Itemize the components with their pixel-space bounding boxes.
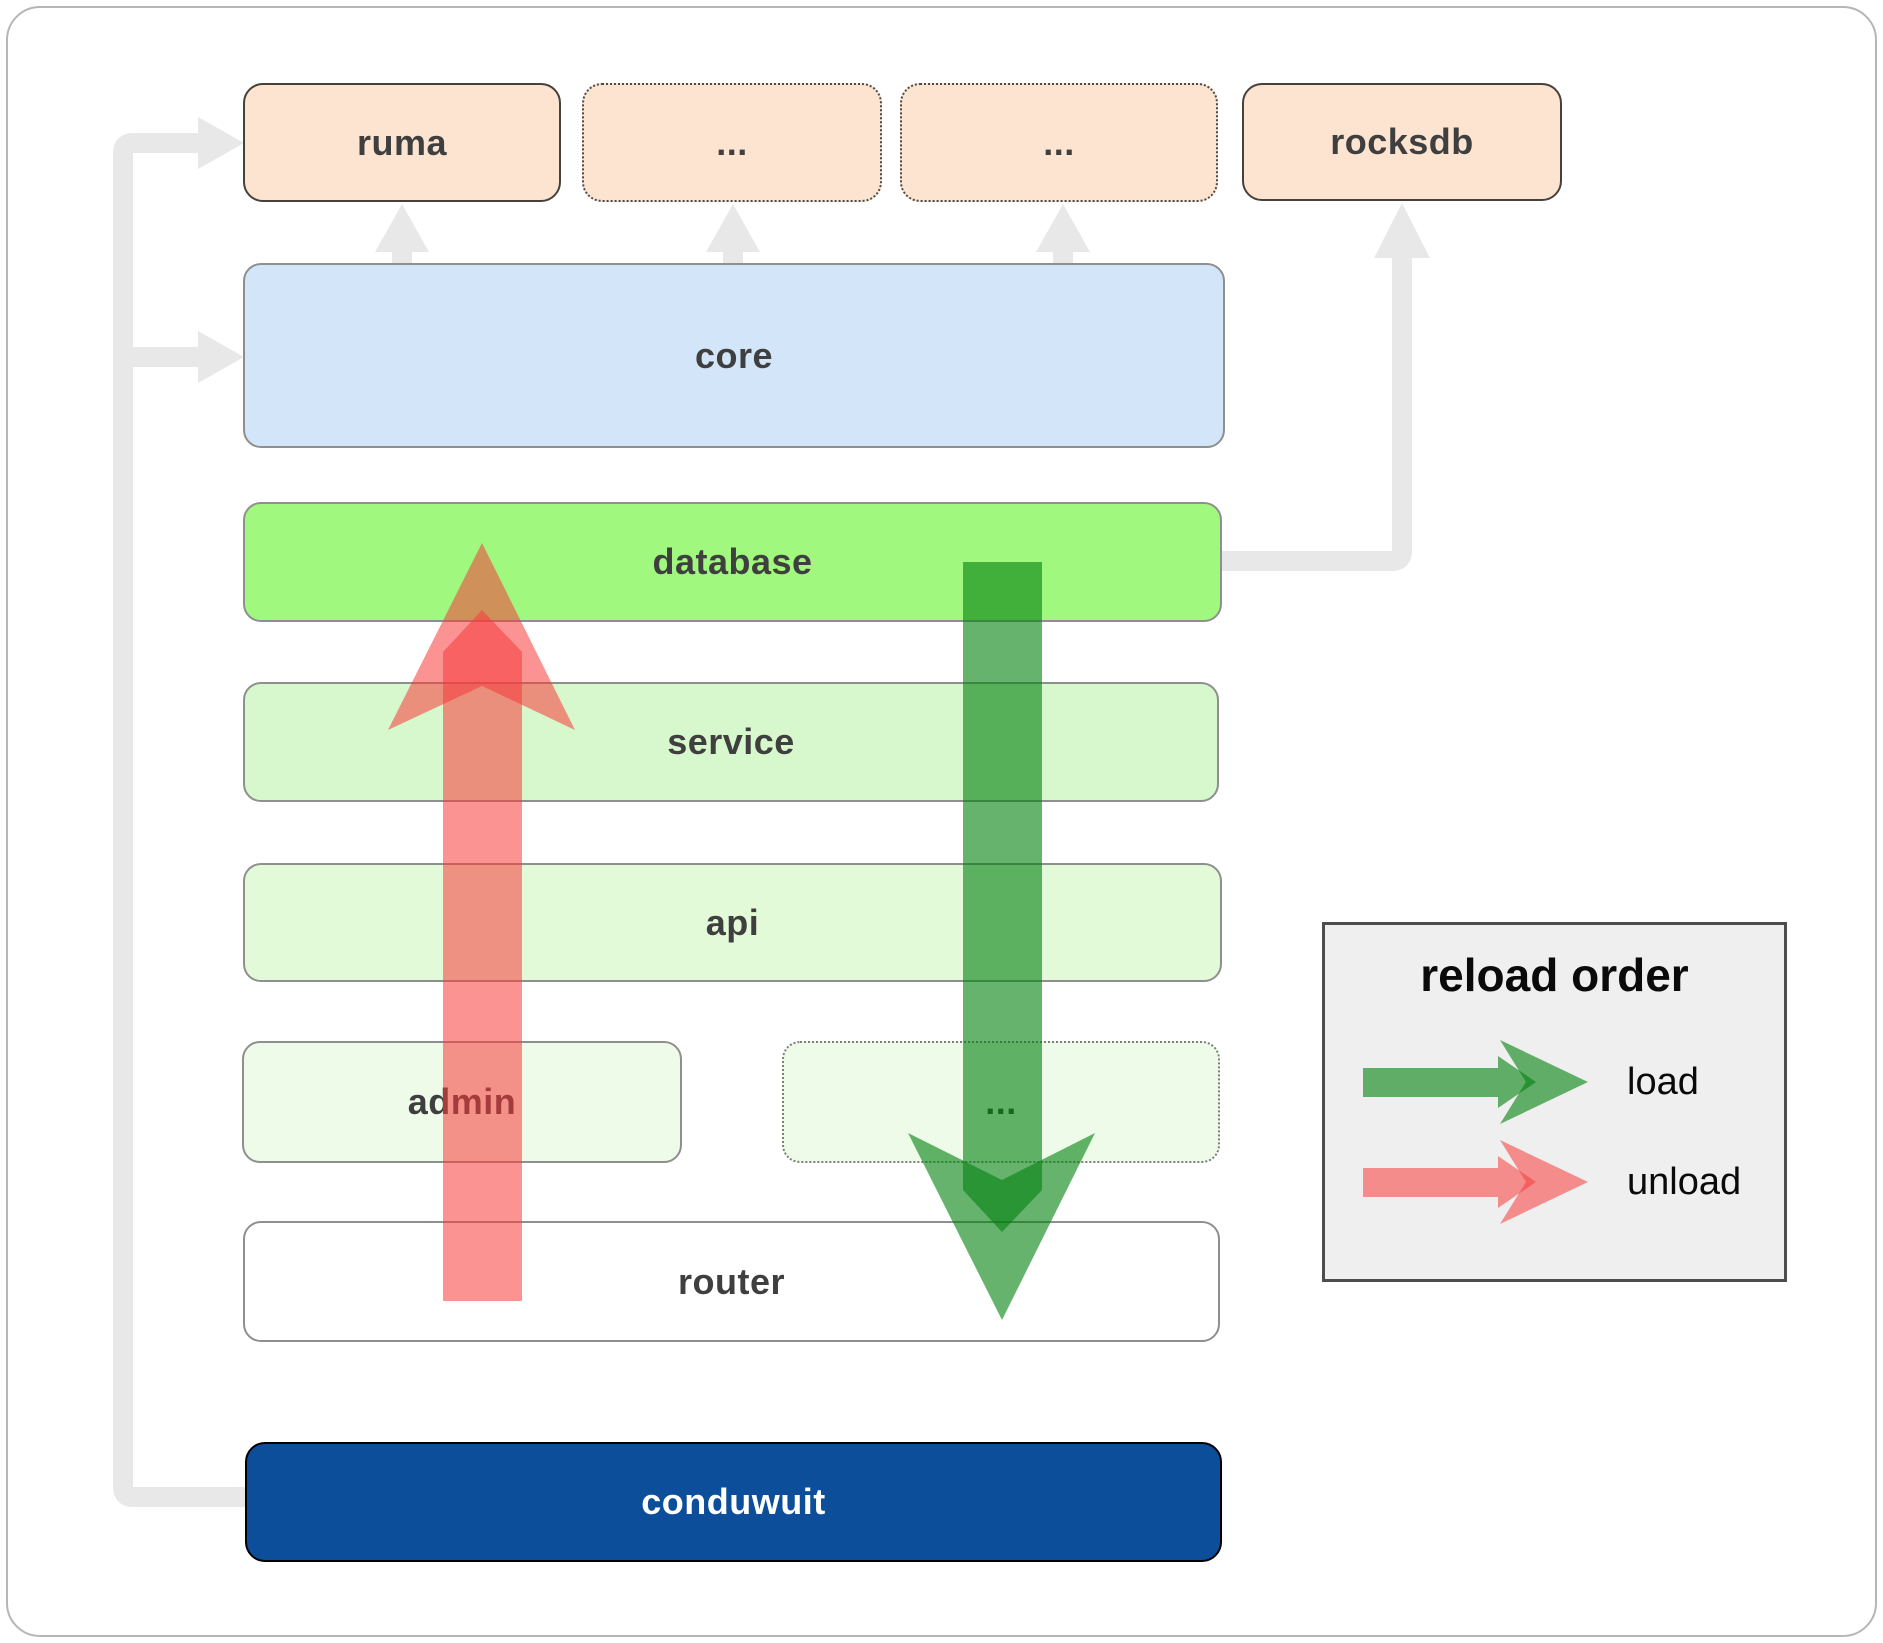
box-database: database: [243, 502, 1222, 622]
box-admin-more: ...: [782, 1041, 1220, 1163]
box-api-label: api: [705, 901, 760, 943]
box-admin: admin: [242, 1041, 682, 1163]
box-rocksdb-label: rocksdb: [1330, 121, 1474, 162]
arrowhead-into-ruma: [198, 117, 244, 169]
box-more-1-label: ...: [716, 121, 748, 163]
box-core-label: core: [694, 334, 774, 376]
arrowhead-into-core: [198, 331, 244, 383]
box-more-2: ...: [900, 83, 1218, 202]
box-more-2-label: ...: [1043, 121, 1075, 163]
outer-frame-border: [6, 6, 1877, 1637]
box-service: service: [243, 682, 1219, 802]
box-database-label: database: [652, 541, 813, 582]
box-service-label: service: [667, 721, 795, 762]
box-admin-label: admin: [407, 1081, 517, 1122]
connector-core-to-top-row: [375, 204, 1090, 263]
connector-database-to-rocksdb: [1222, 203, 1430, 571]
box-more-1: ...: [582, 83, 882, 202]
arrowhead-into-rocksdb: [1374, 203, 1430, 258]
box-ruma: ruma: [243, 83, 561, 202]
legend-unload-label: unload: [1627, 1161, 1742, 1203]
box-ruma-label: ruma: [356, 121, 448, 163]
legend-load-label: load: [1627, 1061, 1699, 1103]
box-api: api: [243, 863, 1222, 982]
box-rocksdb: rocksdb: [1242, 83, 1562, 201]
box-router-label: router: [677, 1260, 785, 1302]
connector-conduwuit-left-spine: [113, 117, 245, 1507]
box-conduwuit: conduwuit: [245, 1442, 1222, 1562]
legend-title: reload order: [1420, 949, 1689, 1001]
box-router: router: [243, 1221, 1220, 1342]
box-core: core: [243, 263, 1225, 448]
box-admin-more-label: ...: [985, 1081, 1017, 1122]
box-conduwuit-label: conduwuit: [641, 1481, 826, 1522]
